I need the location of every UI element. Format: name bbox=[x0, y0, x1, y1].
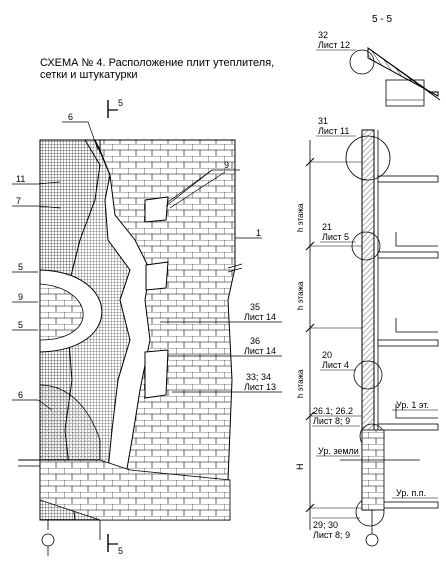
insulation-board-1 bbox=[144, 196, 169, 223]
svg-text:1: 1 bbox=[256, 228, 261, 238]
wall-elevation bbox=[18, 139, 243, 556]
svg-text:Лист 13: Лист 13 bbox=[244, 382, 276, 392]
floor-height-label-2: h этажа bbox=[296, 281, 305, 310]
axis-marker-left bbox=[41, 533, 55, 547]
svg-text:5: 5 bbox=[18, 262, 23, 272]
svg-text:6: 6 bbox=[18, 390, 23, 400]
foundation bbox=[361, 429, 385, 511]
section-cut-top: 5 bbox=[107, 98, 123, 118]
svg-text:7: 7 bbox=[16, 196, 21, 206]
floor-slab-1 bbox=[377, 175, 439, 183]
roof bbox=[367, 47, 439, 97]
floor-slab-5 bbox=[377, 501, 439, 509]
section-5-5: 5 - 5 bbox=[295, 14, 441, 547]
level-pp: Ур. п.п. bbox=[396, 488, 426, 498]
svg-text:Лист 5: Лист 5 bbox=[322, 232, 349, 242]
svg-text:Лист 14: Лист 14 bbox=[244, 312, 276, 322]
svg-text:Лист 8; 9: Лист 8; 9 bbox=[313, 416, 350, 426]
svg-text:11: 11 bbox=[16, 174, 25, 184]
svg-text:20: 20 bbox=[322, 350, 332, 360]
svg-text:5: 5 bbox=[18, 320, 23, 330]
svg-text:Лист 4: Лист 4 bbox=[322, 360, 349, 370]
svg-text:26.1; 26.2: 26.1; 26.2 bbox=[313, 406, 353, 416]
floor-slab-4 bbox=[377, 423, 439, 431]
svg-text:9: 9 bbox=[224, 160, 229, 170]
svg-text:6: 6 bbox=[68, 112, 73, 122]
svg-text:35: 35 bbox=[250, 302, 260, 312]
svg-text:Лист 14: Лист 14 bbox=[244, 346, 276, 356]
level-ground: Ур. земли bbox=[318, 446, 359, 456]
section-title: 5 - 5 bbox=[372, 14, 392, 25]
svg-text:36: 36 bbox=[250, 336, 260, 346]
svg-text:9: 9 bbox=[18, 292, 23, 302]
plinth-render bbox=[39, 384, 101, 461]
diagram-title-line2: сетки и штукатурки bbox=[40, 69, 138, 81]
section-cut-bottom: 5 bbox=[107, 534, 123, 556]
floor-height-label-3: h этажа bbox=[296, 369, 305, 398]
svg-text:32: 32 bbox=[318, 30, 328, 40]
floor-slab-2 bbox=[377, 251, 439, 259]
right-callouts: 9 1 35 Лист 14 36 Лист 14 33; 34 Лист 13 bbox=[160, 160, 282, 393]
svg-text:5: 5 bbox=[118, 98, 123, 108]
total-height-label: H bbox=[295, 464, 305, 471]
base-masonry bbox=[39, 459, 231, 521]
svg-text:5: 5 bbox=[118, 546, 123, 556]
svg-text:Лист 8; 9: Лист 8; 9 bbox=[313, 530, 350, 540]
svg-text:33; 34: 33; 34 bbox=[246, 372, 271, 382]
svg-text:31: 31 bbox=[318, 116, 328, 126]
floor-slab-3 bbox=[377, 339, 439, 347]
axis-marker-right bbox=[365, 533, 379, 547]
svg-text:Лист 11: Лист 11 bbox=[318, 126, 349, 136]
insulation-board-2 bbox=[145, 261, 169, 291]
left-callouts: 6 11 7 5 9 5 6 bbox=[12, 112, 99, 411]
insulation-board-3 bbox=[144, 349, 169, 399]
diagram-title-line1: СХЕМА № 4. Расположение плит утеплителя, bbox=[40, 57, 274, 69]
svg-text:29; 30: 29; 30 bbox=[313, 520, 338, 530]
floor-height-label-1: h этажа bbox=[296, 203, 305, 232]
svg-text:Лист 12: Лист 12 bbox=[318, 40, 350, 50]
svg-text:21: 21 bbox=[322, 222, 332, 232]
level-floor1: Ур. 1 эт. bbox=[396, 400, 429, 410]
